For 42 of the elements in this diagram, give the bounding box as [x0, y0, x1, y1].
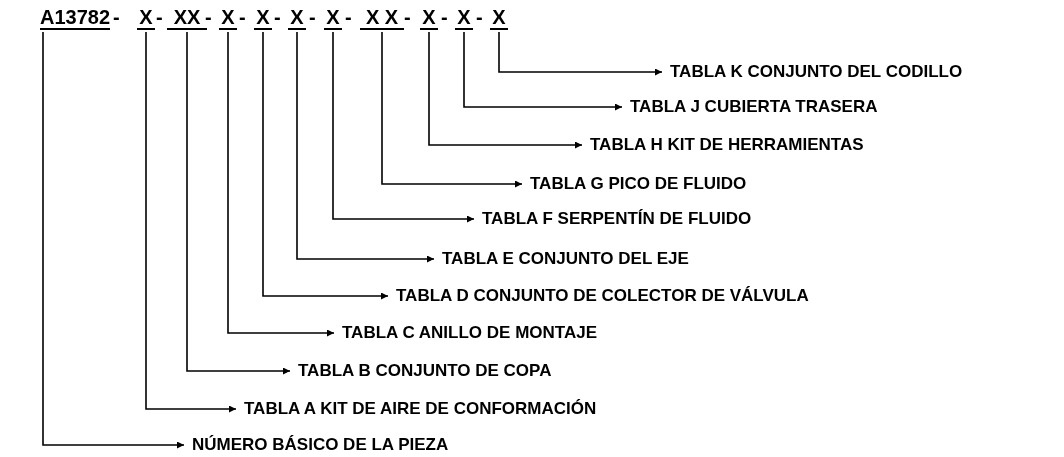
- separator-dash: -: [239, 6, 246, 28]
- code-segment: X: [420, 6, 438, 30]
- code-segment: X: [324, 6, 342, 30]
- arrow: [145, 31, 237, 413]
- code-segment: X: [219, 6, 237, 30]
- arrow: [428, 31, 583, 149]
- separator-dash: -: [309, 6, 316, 28]
- arrow: [296, 31, 435, 263]
- separator-dash: -: [274, 6, 281, 28]
- table-description: TABLA G PICO DE FLUIDO: [522, 174, 747, 194]
- table-description: TABLA D CONJUNTO DE COLECTOR DE VÁLVULA: [388, 286, 809, 306]
- code-segment: X: [288, 6, 306, 30]
- table-description: TABLA K CONJUNTO DEL CODILLO: [662, 62, 963, 82]
- table-description: TABLA H KIT DE HERRAMIENTAS: [582, 135, 864, 155]
- separator-dash: -: [345, 6, 352, 28]
- separator-dash: -: [441, 6, 448, 28]
- arrow: [42, 31, 185, 449]
- code-segment: X X: [360, 6, 404, 30]
- arrow: [381, 31, 523, 188]
- code-segment: A13782: [40, 6, 110, 30]
- table-description: TABLA F SERPENTÍN DE FLUIDO: [474, 209, 752, 229]
- separator-dash: -: [476, 6, 483, 28]
- arrow: [498, 31, 663, 76]
- separator-dash: -: [205, 6, 212, 28]
- code-segment: X: [490, 6, 508, 30]
- arrow: [332, 31, 475, 223]
- separator-dash: -: [113, 6, 120, 28]
- arrow: [463, 31, 623, 111]
- code-segment: X: [137, 6, 155, 30]
- arrow: [262, 31, 389, 300]
- table-description: TABLA C ANILLO DE MONTAJE: [334, 323, 597, 343]
- code-segment: X: [254, 6, 272, 30]
- table-description: TABLA E CONJUNTO DEL EJE: [434, 249, 689, 269]
- table-description: TABLA J CUBIERTA TRASERA: [622, 97, 878, 117]
- arrow: [227, 31, 335, 337]
- arrow: [186, 31, 291, 375]
- separator-dash: -: [404, 6, 411, 28]
- table-description: TABLA A KIT DE AIRE DE CONFORMACIÓN: [236, 399, 597, 419]
- code-segment: X: [455, 6, 473, 30]
- table-description: TABLA B CONJUNTO DE COPA: [290, 361, 552, 381]
- separator-dash: -: [156, 6, 163, 28]
- table-description: NÚMERO BÁSICO DE LA PIEZA: [184, 435, 449, 455]
